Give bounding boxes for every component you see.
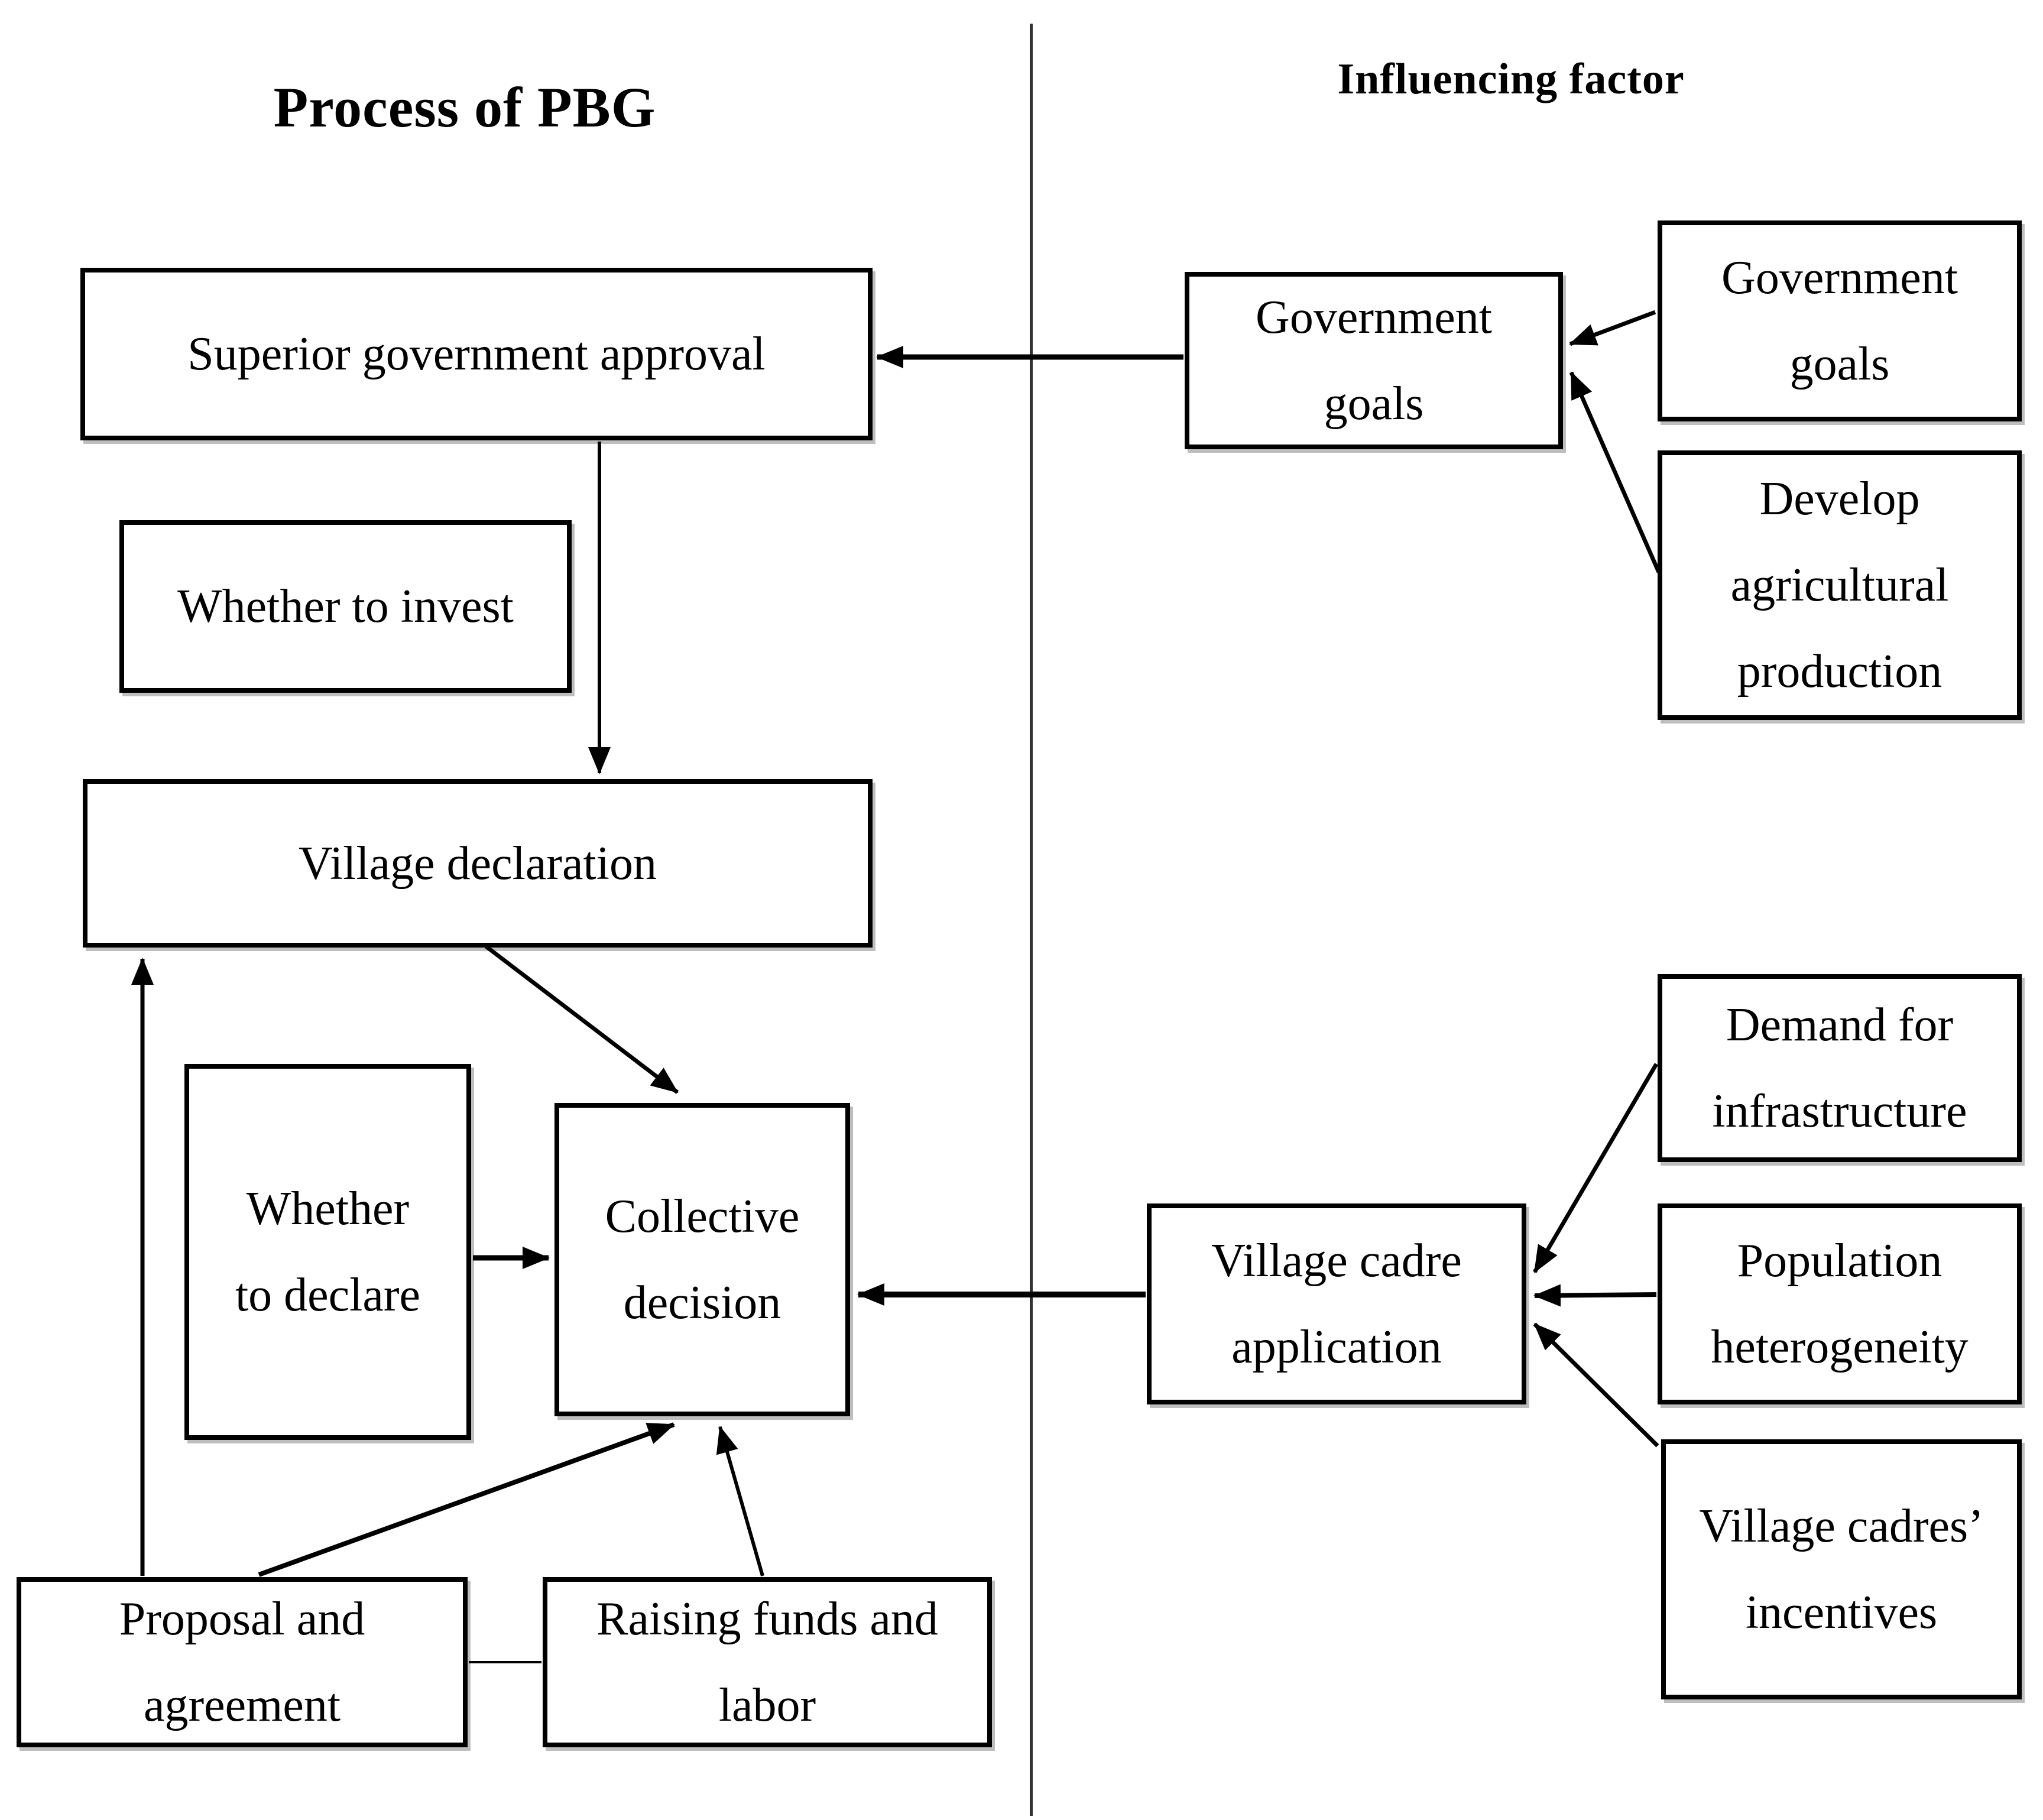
node-label: Whether to invest — [177, 580, 514, 632]
right-panel-title: Influencing factor — [1337, 55, 1685, 103]
node-label: Superior government approval — [187, 328, 766, 380]
node-label: incentives — [1745, 1587, 1938, 1639]
node-village-declaration: Village declaration — [83, 779, 873, 948]
arrow-population-heterogeneity-to-village-cadre-application — [1533, 1284, 1657, 1307]
node-label: decision — [623, 1277, 781, 1329]
node-label: Develop — [1759, 473, 1920, 525]
node-government-goals-source: Government goals — [1658, 220, 2022, 421]
node-village-cadres-incentives: Village cadres’ incentives — [1661, 1439, 2022, 1699]
node-label: agreement — [143, 1679, 341, 1731]
node-label: Demand for — [1726, 999, 1954, 1051]
node-label: Proposal and — [119, 1593, 365, 1645]
left-panel-title: Process of PBG — [273, 76, 656, 139]
node-label: agricultural — [1730, 559, 1949, 611]
node-label: Population — [1737, 1235, 1943, 1287]
node-proposal-and-agreement: Proposal and agreement — [17, 1577, 468, 1747]
arrow-village-declaration-to-collective-decision — [484, 945, 679, 1094]
arrow-develop-agricultural-to-government-goals — [1569, 371, 1661, 573]
node-label: infrastructure — [1712, 1085, 1967, 1137]
node-demand-for-infrastructure: Demand for infrastructure — [1658, 974, 2022, 1162]
node-label: Village declaration — [298, 837, 657, 890]
node-whether-to-declare: Whether to declare — [184, 1064, 471, 1440]
arrow-proposal-to-collective-decision — [258, 1422, 675, 1577]
node-population-heterogeneity: Population heterogeneity — [1658, 1203, 2022, 1404]
node-collective-decision: Collective decision — [554, 1103, 850, 1416]
node-label: Collective — [605, 1190, 800, 1242]
node-government-goals-factor: Government goals — [1185, 272, 1563, 449]
node-label: goals — [1324, 378, 1424, 430]
arrow-village-cadres-incentives-to-village-cadre-application — [1533, 1322, 1659, 1448]
node-label: Village cadres’ — [1699, 1500, 1984, 1552]
node-label: production — [1737, 645, 1943, 697]
node-superior-government-approval: Superior government approval — [80, 268, 873, 440]
node-raising-funds-and-labor: Raising funds and labor — [543, 1577, 992, 1747]
node-label: labor — [718, 1679, 816, 1731]
node-village-cadre-application: Village cadre application — [1147, 1203, 1526, 1404]
node-develop-agricultural-production: Develop agricultural production — [1658, 450, 2022, 720]
arrow-demand-infrastructure-to-village-cadre-application — [1532, 1063, 1659, 1273]
node-label: goals — [1789, 338, 1890, 390]
node-label: Government — [1721, 252, 1958, 304]
arrow-raising-funds-to-collective-decision — [716, 1426, 764, 1576]
node-label: application — [1231, 1321, 1442, 1373]
panel-divider — [1030, 24, 1033, 1816]
node-label: Government — [1256, 291, 1492, 343]
node-whether-to-invest: Whether to invest — [119, 520, 572, 693]
node-label: to declare — [235, 1269, 421, 1321]
node-label: Village cadre — [1211, 1235, 1462, 1287]
node-label: Whether — [246, 1183, 410, 1235]
node-label: Raising funds and — [596, 1593, 938, 1645]
node-label: heterogeneity — [1711, 1321, 1969, 1373]
arrow-government-goals-source-to-government-goals — [1569, 310, 1656, 346]
